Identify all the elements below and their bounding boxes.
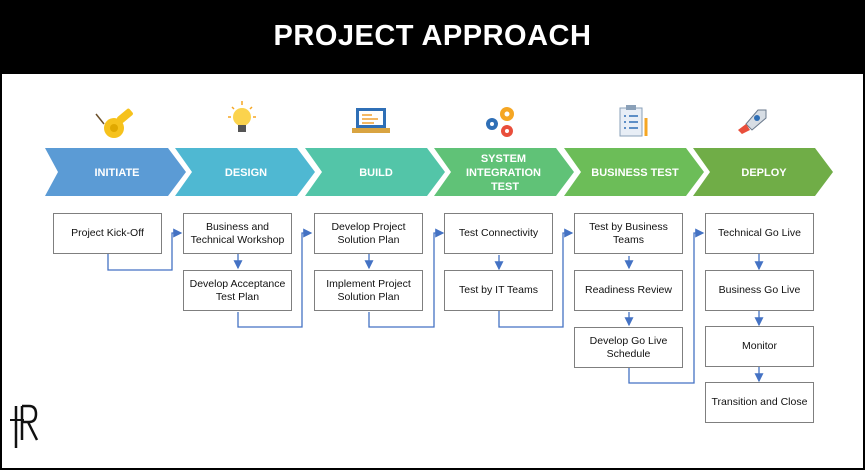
laptop-code-icon — [352, 108, 390, 133]
whistle-icon — [95, 108, 133, 138]
phase-initiate — [45, 148, 186, 196]
task-readiness-review: Readiness Review — [574, 270, 683, 311]
phase-label-deploy: DEPLOY — [741, 167, 787, 179]
phase-business-test — [564, 148, 704, 196]
rocket-icon — [738, 109, 767, 134]
task-monitor: Monitor — [705, 326, 814, 367]
page-title: PROJECT APPROACH — [273, 20, 592, 52]
task-project-kick-off: Project Kick-Off — [53, 213, 162, 254]
task-test-connectivity: Test Connectivity — [444, 213, 553, 254]
phase-design — [175, 148, 315, 196]
task-test-by-it-teams: Test by IT Teams — [444, 270, 553, 311]
task-transition-and-close: Transition and Close — [705, 382, 814, 423]
lightbulb-icon — [228, 101, 256, 132]
phase-build — [305, 148, 445, 196]
task-implement-project-solution-plan: Implement Project Solution Plan — [314, 270, 423, 311]
phase-label-design: DESIGN — [225, 167, 267, 179]
title-bar: PROJECT APPROACH — [2, 2, 863, 74]
task-develop-project-solution-plan: Develop Project Solution Plan — [314, 213, 423, 254]
task-develop-go-live-schedule: Develop Go Live Schedule — [574, 327, 683, 368]
task-business-go-live: Business Go Live — [705, 270, 814, 311]
phase-integration — [434, 148, 574, 196]
gears-icon — [486, 107, 514, 137]
checklist-icon — [619, 105, 648, 137]
phase-label-integration: SYSTEM INTEGRATION TEST — [466, 153, 544, 193]
task-test-by-business-teams: Test by Business Teams — [574, 213, 683, 254]
task-business-technical-workshop: Business and Technical Workshop — [183, 213, 292, 254]
phase-deploy — [693, 148, 833, 196]
logo-ir — [10, 404, 39, 448]
task-technical-go-live: Technical Go Live — [705, 213, 814, 254]
phase-label-business-test: BUSINESS TEST — [591, 167, 679, 179]
task-develop-acceptance-test-plan: Develop Acceptance Test Plan — [183, 270, 292, 311]
phase-label-build: BUILD — [359, 167, 393, 179]
phase-label-initiate: INITIATE — [94, 167, 139, 179]
connectors — [107, 228, 764, 384]
